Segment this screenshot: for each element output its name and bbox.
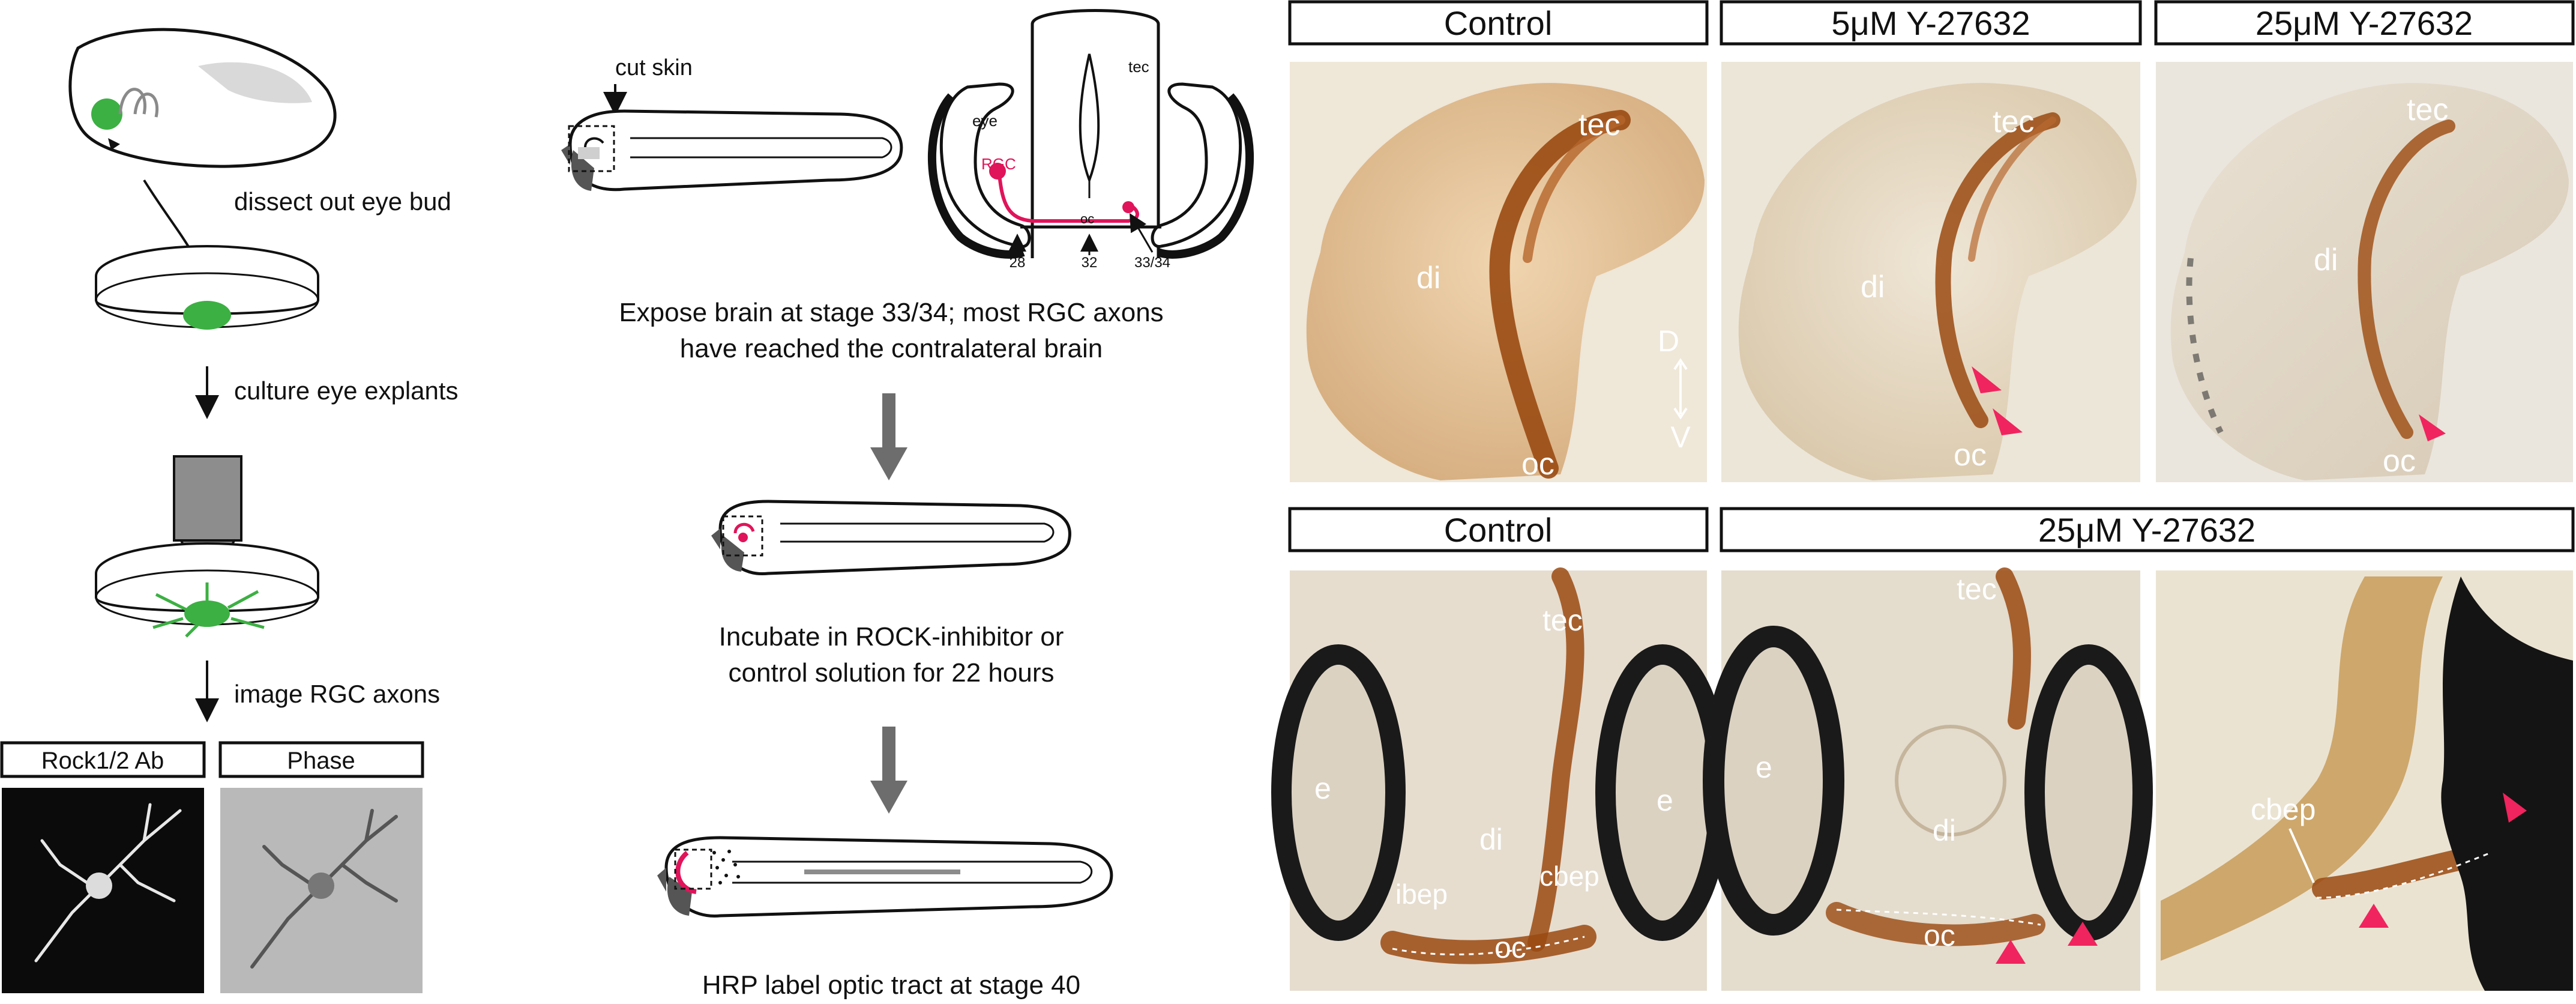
label-oc: oc — [1521, 447, 1554, 482]
arrowhead-marker — [1996, 940, 2026, 964]
label-tec: tec — [1542, 603, 1583, 637]
rock-antibody-image — [2, 788, 204, 993]
panel-d: Control 25μM Y-27632 tec e e di ibep cbe… — [1271, 507, 2575, 991]
label-dorsal: D — [1658, 324, 1679, 358]
embryo-illustration — [68, 28, 337, 168]
5um-brain-image: tec di oc — [1721, 62, 2140, 482]
step-expose-line2: have reached the contralateral brain — [680, 334, 1103, 363]
label-tec: tec — [2407, 92, 2448, 127]
arrowhead-marker — [2419, 414, 2446, 441]
header-box — [1288, 507, 1709, 552]
gray-flow-arrow — [870, 727, 907, 814]
section-oc-label: oc — [1080, 211, 1094, 226]
header-5um-top: 5μM Y-27632 — [1831, 4, 2030, 42]
header-control-top: Control — [1444, 4, 1553, 42]
header-control-bottom: Control — [1444, 511, 1553, 549]
label-eye-left: e — [1314, 772, 1331, 805]
label-oc: oc — [1494, 931, 1526, 964]
header-box — [1720, 507, 2575, 552]
label-oc: oc — [1924, 919, 1955, 952]
label-cbep: cbep — [2251, 793, 2316, 826]
stage-3334-label: 33/34 — [1134, 255, 1170, 271]
culture-dish-1 — [95, 245, 319, 330]
label-di: di — [1479, 823, 1503, 856]
phase-header: Phase — [287, 748, 355, 774]
label-oc: oc — [1954, 438, 1987, 473]
step-dissect-label: dissect out eye bud — [234, 187, 451, 216]
rgc-cell-body — [989, 163, 1006, 180]
explant-with-axons — [184, 600, 230, 627]
label-tec: tec — [1993, 104, 2034, 139]
culture-dish-2 — [95, 542, 319, 638]
label-di: di — [1861, 270, 1885, 304]
control-section-image: tec e e di ibep cbep oc — [1271, 567, 1730, 991]
dv-axis-arrows — [1673, 358, 1688, 420]
rock-header-box — [0, 741, 206, 778]
tadpole-cut-skin-illustration — [561, 109, 903, 192]
label-ventral: V — [1670, 420, 1691, 454]
25um-section-image: tec e di oc — [1703, 567, 2153, 991]
rgc-axon-path — [998, 174, 1139, 223]
25um-brain-image: tec di oc — [2156, 62, 2573, 482]
label-eye-right: e — [1657, 784, 1673, 817]
header-box — [1720, 0, 2142, 46]
section-rgc-label: RGC — [981, 155, 1016, 173]
cbep-pointer — [2289, 828, 2315, 883]
rock-header: Rock1/2 Ab — [41, 748, 164, 774]
eye-axon-red — [733, 522, 755, 534]
25um-zoom-image: cbep — [2156, 570, 2573, 991]
cut-skin-label: cut skin — [615, 55, 693, 80]
gray-flow-arrow — [870, 393, 907, 480]
step-incubate-line1: Incubate in ROCK-inhibitor or — [719, 622, 1064, 652]
section-eye-label: eye — [972, 112, 998, 130]
brain-section-diagram: eye tec RGC oc 28 32 33/34 — [927, 9, 1254, 271]
step-expose-line1: Expose brain at stage 33/34; most RGC ax… — [619, 298, 1163, 327]
label-di: di — [2314, 243, 2338, 277]
arrowhead-marker — [1993, 408, 2023, 435]
explant-green — [183, 301, 231, 330]
control-brain-image: tec di oc D V — [1290, 62, 1707, 482]
panel-a: dissect out eye bud culture eye explants… — [0, 28, 459, 993]
arrowhead-marker — [2503, 793, 2527, 823]
section-tec-label: tec — [1128, 58, 1149, 76]
rgc-axons-green — [152, 582, 265, 638]
label-ibep: ibep — [1395, 878, 1448, 910]
eye-bud-green — [91, 98, 122, 130]
label-di: di — [1933, 814, 1956, 847]
label-eye: e — [1756, 751, 1772, 784]
arrowhead-marker — [2068, 922, 2098, 946]
arrowhead-marker — [1972, 366, 2002, 393]
tadpole-hrp-illustration — [657, 836, 1113, 918]
header-25um-bottom: 25μM Y-27632 — [2038, 511, 2256, 549]
panel-b: cut skin eye tec RGC oc — [561, 9, 1254, 1000]
phase-contrast-image — [220, 788, 423, 993]
eye-red — [738, 533, 748, 542]
stage-3334-arrow — [1129, 213, 1154, 253]
arrowhead-marker — [2359, 904, 2389, 928]
step-incubate-line2: control solution for 22 hours — [729, 658, 1055, 688]
label-tec: tec — [1957, 572, 1997, 606]
header-box — [2154, 0, 2575, 46]
panel-c: Control 5μM Y-27632 25μM Y-27632 tec di … — [1288, 0, 2575, 482]
label-cbep: cbep — [1539, 860, 1599, 892]
header-25um-top: 25μM Y-27632 — [2256, 4, 2473, 42]
phase-header-box — [218, 741, 424, 778]
header-box — [1288, 0, 1709, 46]
step-image-label: image RGC axons — [234, 680, 440, 708]
step-hrp-label: HRP label optic tract at stage 40 — [702, 970, 1080, 1000]
label-tec: tec — [1578, 107, 1620, 142]
label-oc: oc — [2383, 444, 2416, 479]
step-culture-label: culture eye explants — [234, 376, 459, 405]
stage-32-label: 32 — [1082, 255, 1098, 271]
stage-28-label: 28 — [1010, 255, 1026, 271]
label-di: di — [1416, 261, 1440, 295]
tadpole-incubation-illustration — [711, 500, 1071, 576]
rgc-growth-cone — [1122, 201, 1134, 213]
hrp-eye-red — [675, 850, 697, 894]
